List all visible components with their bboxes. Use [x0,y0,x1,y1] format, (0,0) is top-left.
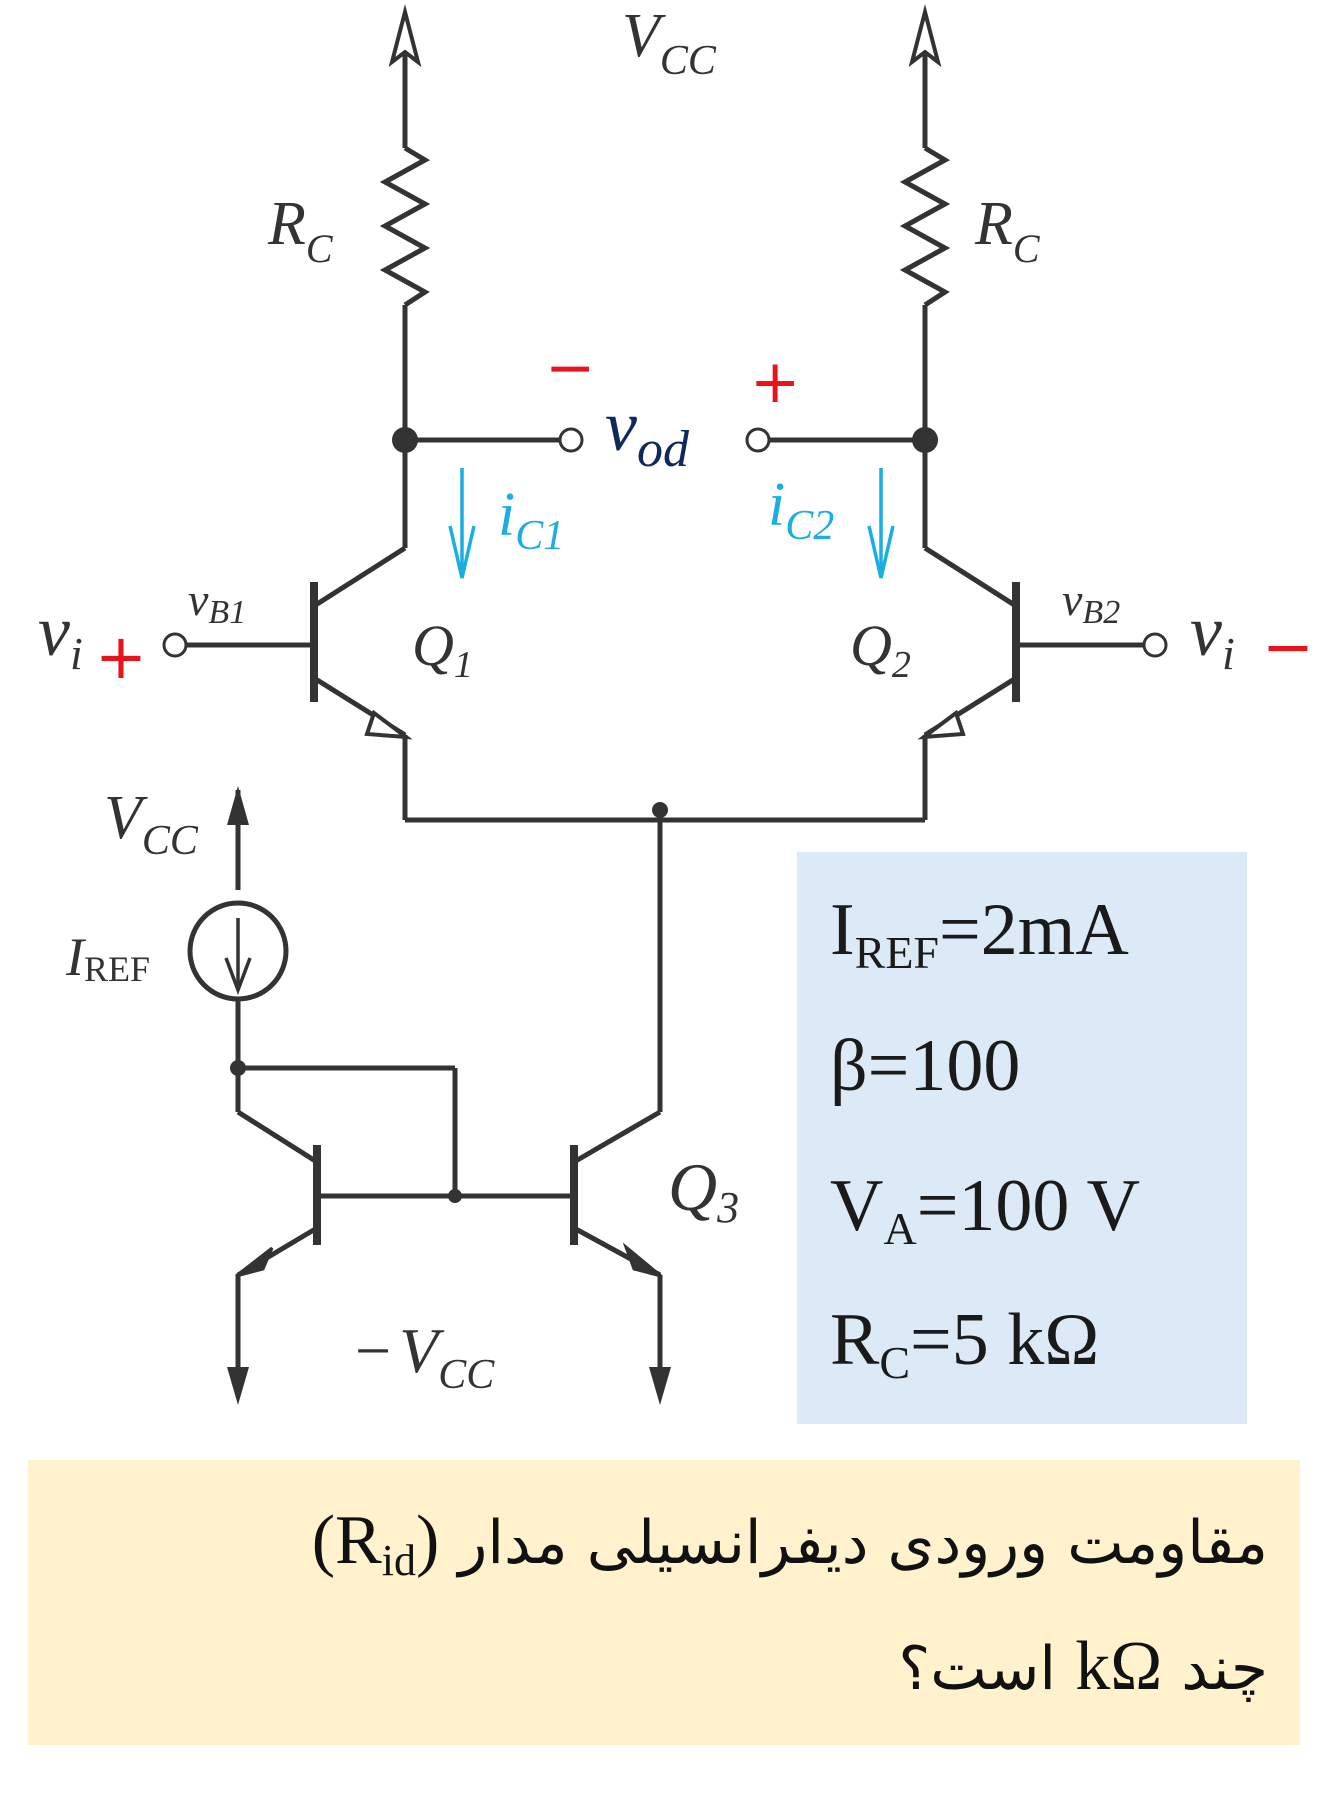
label-vcc-source: VCC [104,784,199,864]
emitter-arrow-q3 [622,1242,662,1278]
label-rc-left: RC [267,190,334,271]
param-beta: β=100 [830,1025,1021,1107]
node-collector-2 [912,427,938,453]
resistor-rc-right [899,145,951,308]
label-vod: vod [605,386,690,478]
parameters-panel: IREF=2mA β=100 VA=100 V RC=5 kΩ [797,852,1247,1424]
terminal-vod-minus[interactable] [558,427,584,453]
terminal-vod-plus[interactable] [745,427,771,453]
question-line1: مقاومت ورودی دیفرانسیلی مدار [458,1508,1268,1578]
node-mirror-base [448,1189,462,1203]
label-vb2: vB2 [1062,574,1120,631]
emitter-arrow-left-mirror [235,1246,274,1278]
label-vin-plus: vi [38,591,83,679]
current-mirror [227,1065,671,1405]
label-vin-plus-sign: + [95,620,147,693]
label-vb1: vB1 [188,574,246,631]
label-ic2: iC2 [768,471,834,549]
transistor-q1 [186,545,413,820]
question-box: مقاومت ورودی دیفرانسیلی مدار (Rid) چند k… [28,1460,1300,1745]
question-line2-b: است؟ [898,1634,1057,1704]
param-rc: RC=5 kΩ [830,1299,1100,1388]
transistor-q2 [917,545,1144,820]
label-q1: Q1 [412,613,473,686]
polarity-plus: + [750,347,800,417]
unit-kohm: kΩ [1075,1628,1163,1705]
label-q3: Q3 [668,1149,739,1232]
label-q2: Q2 [850,613,911,686]
label-vin-minus-sign: − [1262,610,1314,683]
label-ic1: iC1 [498,481,564,559]
rid-symbol: (Rid) [311,1502,440,1585]
label-vin-minus: vi [1190,591,1235,679]
vcc-rail-left [388,4,422,148]
terminal-vin-minus[interactable] [1142,632,1168,658]
label-iref: IREF [65,927,150,989]
node-collector-1 [392,427,418,453]
node-emitters [652,802,668,818]
arrow-ic2 [867,468,895,579]
label-neg-vcc: −VCC [355,1315,495,1398]
question-line2-a: چند [1181,1634,1268,1704]
param-va: VA=100 V [830,1165,1141,1254]
label-vcc-top: VCC [622,2,717,84]
collector-wires [402,305,928,548]
polarity-minus: − [545,333,595,403]
node-mirror-top [230,1060,246,1076]
resistor-rc-left [379,145,431,308]
vcc-rail-right [908,4,942,148]
emitter-tail-wire [405,810,925,1112]
question-text: مقاومت ورودی دیفرانسیلی مدار (Rid) چند k… [68,1482,1268,1728]
terminal-vin-plus[interactable] [162,632,188,658]
label-rc-right: RC [974,190,1041,271]
arrow-ic1 [448,468,476,579]
param-iref: IREF=2mA [830,889,1129,978]
